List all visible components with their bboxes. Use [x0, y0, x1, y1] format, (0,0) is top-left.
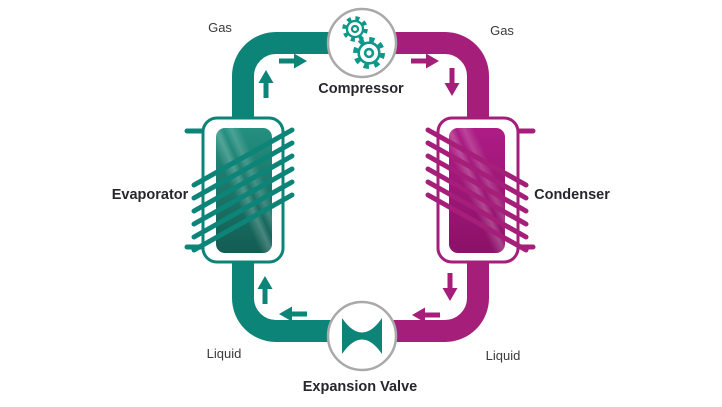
- flow-arrow-right-top-left-icon: [279, 53, 307, 69]
- condenser-label: Condenser: [534, 187, 610, 203]
- expansion-valve-node: [326, 300, 398, 372]
- flow-arrow-up-top-left-icon: [258, 70, 274, 98]
- expansion-valve-label: Expansion Valve: [302, 379, 418, 395]
- flow-arrow-right-top-right-icon: [411, 53, 439, 69]
- flow-arrow-up-bottom-left-icon: [257, 276, 273, 304]
- compressor-node: [326, 7, 398, 79]
- flow-arrow-down-bottom-right-icon: [442, 273, 458, 301]
- evaporator-label: Evaporator: [111, 187, 189, 203]
- flow-arrow-left-bottom-right-icon: [412, 307, 440, 323]
- flow-arrow-down-top-right-icon: [444, 68, 460, 96]
- coil-heat-exchanger-icon: [191, 127, 295, 253]
- evaporator-vessel: [184, 116, 295, 264]
- state-label-gas-left: Gas: [208, 20, 232, 35]
- condenser-core-sheen: [449, 128, 505, 253]
- valve-icon: [342, 318, 382, 354]
- compressor-label: Compressor: [318, 81, 404, 97]
- flow-arrow-left-bottom-left-icon: [279, 306, 307, 322]
- condenser-vessel: [425, 116, 536, 264]
- state-label-liquid-left: Liquid: [206, 346, 242, 361]
- state-label-gas-right: Gas: [490, 23, 514, 38]
- coil-heat-exchanger-icon: [425, 127, 529, 253]
- gears-icon: [342, 16, 385, 69]
- state-label-liquid-right: Liquid: [485, 348, 521, 363]
